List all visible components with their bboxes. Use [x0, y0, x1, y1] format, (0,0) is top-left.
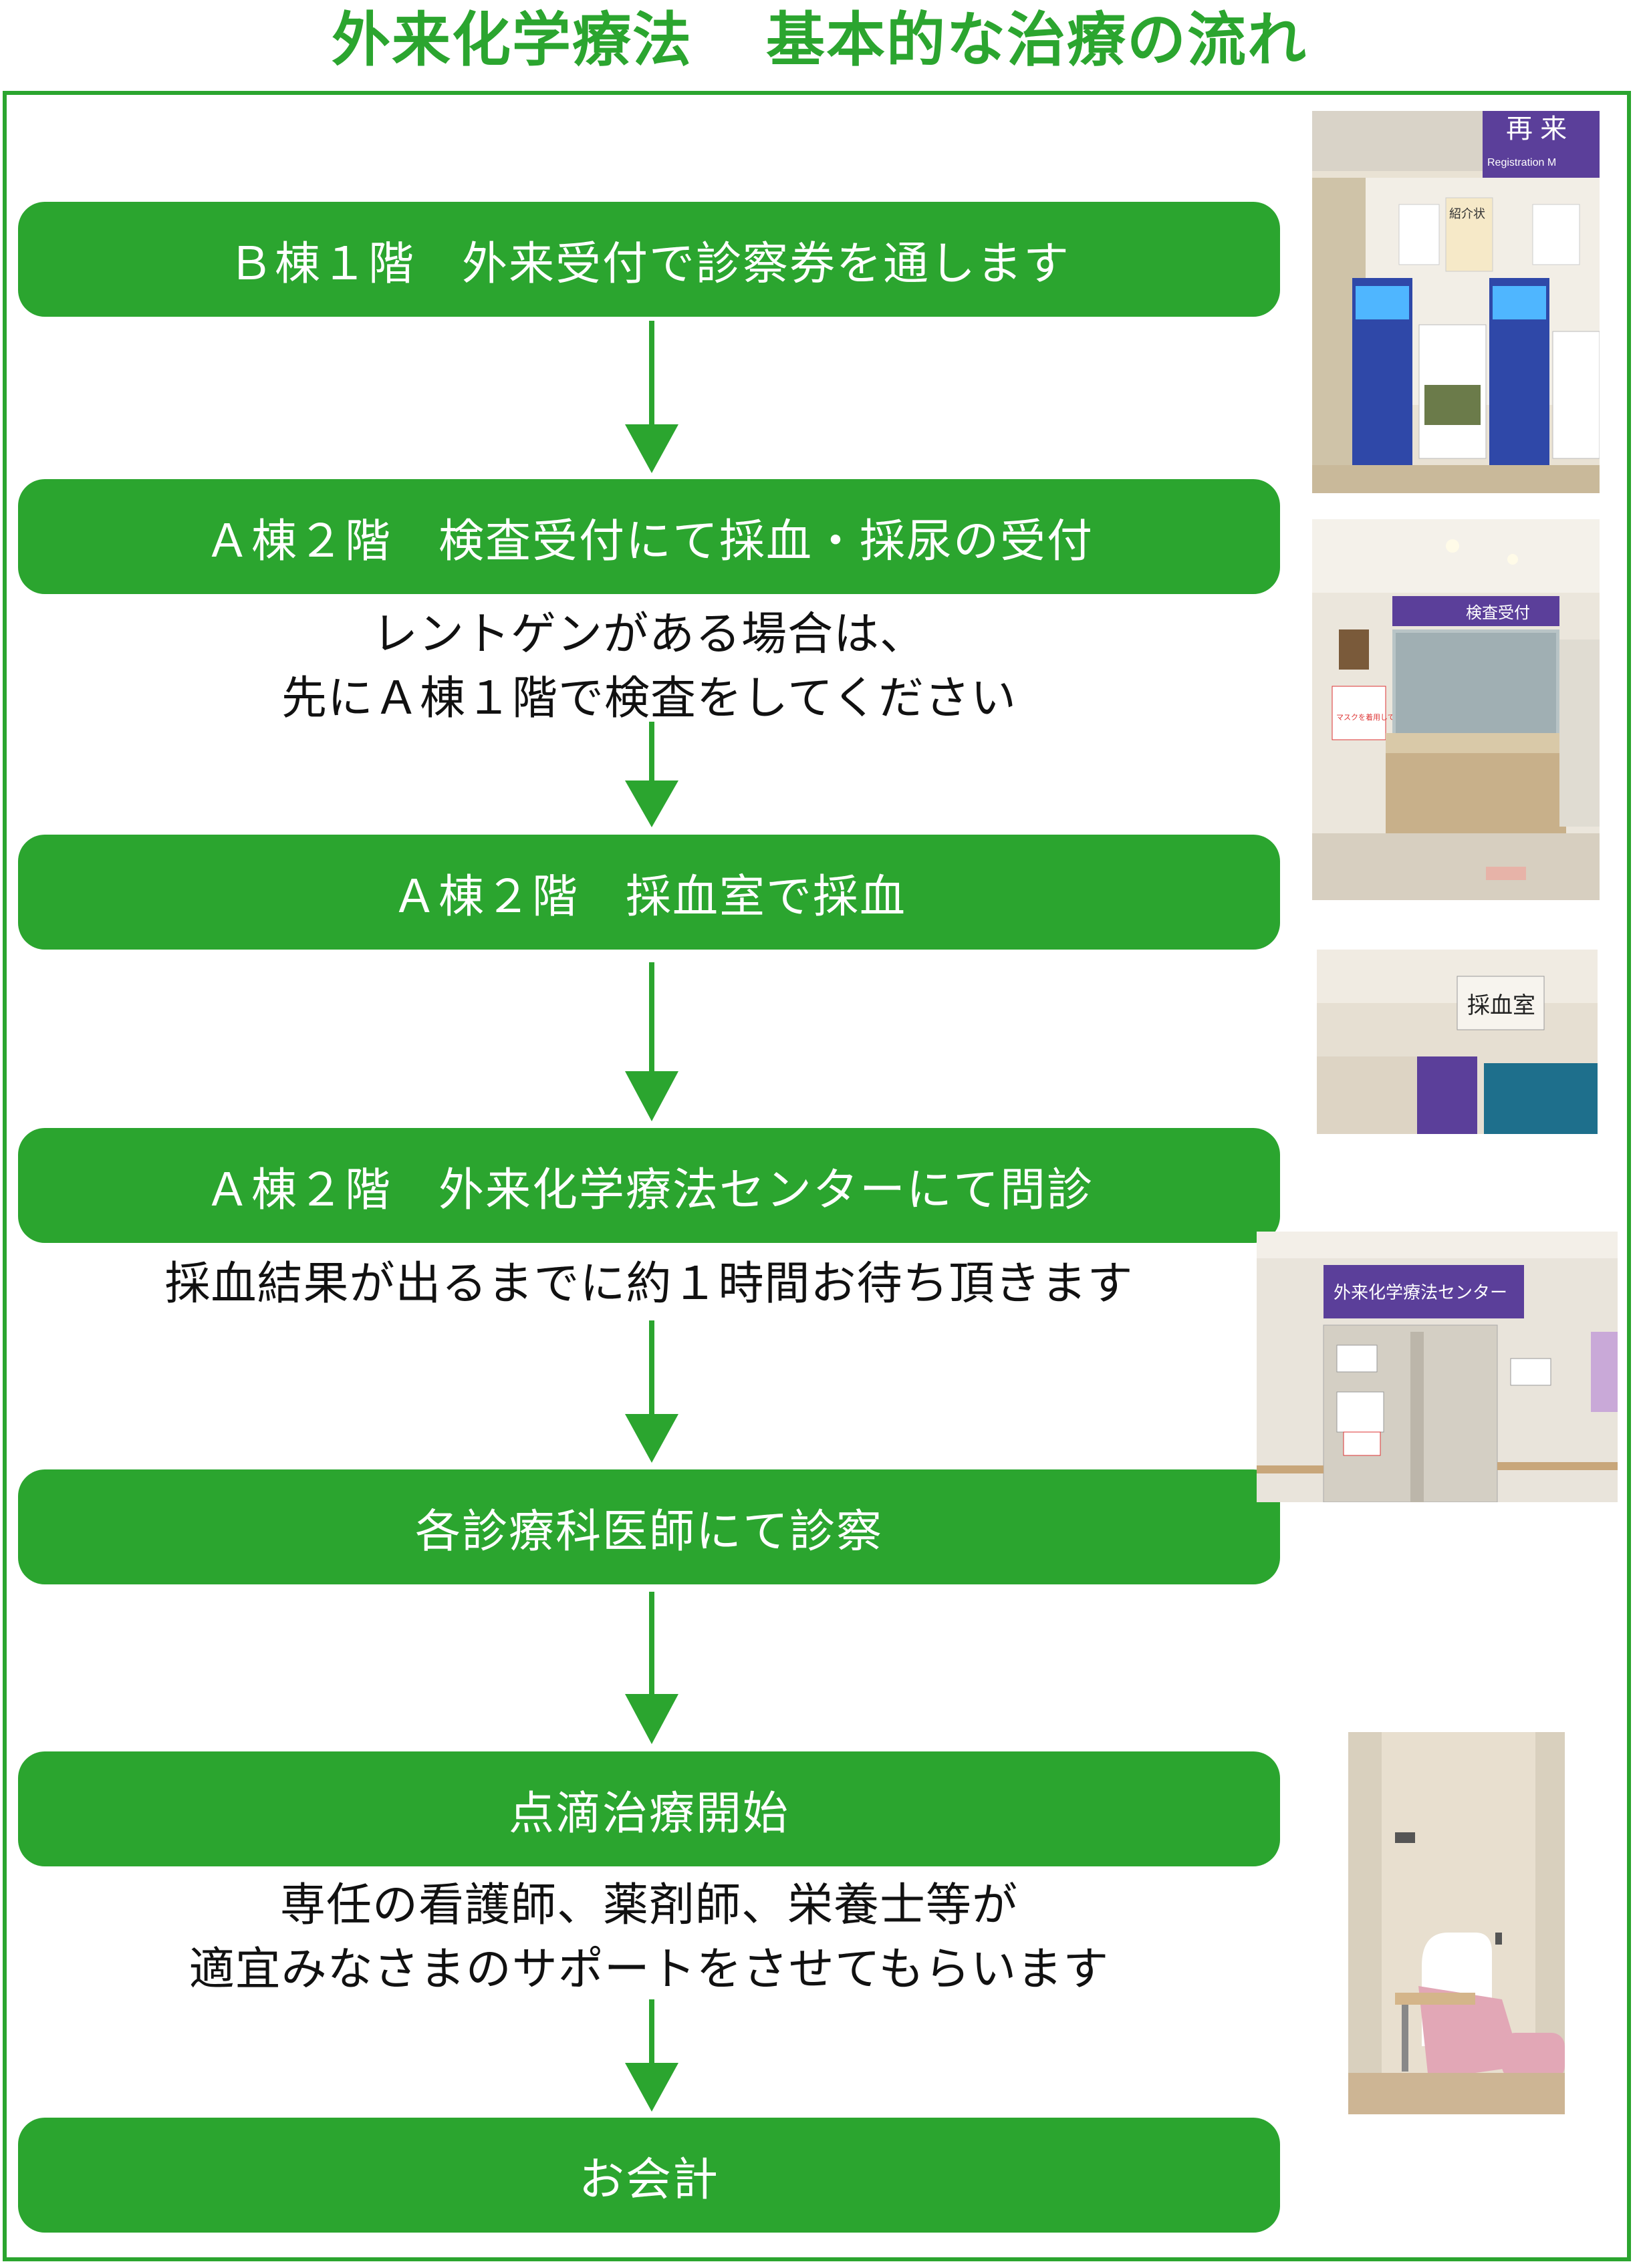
- step-infusion: 点滴治療開始: [18, 1751, 1280, 1866]
- card-text: 紹介状: [1449, 207, 1485, 221]
- note-support: 専任の看護師、薬剤師、栄養士等が 適宜みなさまのサポートをさせてもらいます: [18, 1874, 1280, 2002]
- sign-text: 外来化学療法センター: [1334, 1283, 1507, 1303]
- sign-text: 再 来: [1506, 114, 1567, 144]
- step-label: 点滴治療開始: [508, 1787, 789, 1840]
- step-lab-reception: Ａ棟２階 検査受付にて採血・採尿の受付: [18, 479, 1280, 594]
- step-label: Ａ棟２階 採血室で採血: [391, 870, 906, 924]
- lab-reception-photo: 検査受付 マスクを着用して下さい: [1312, 519, 1600, 900]
- title-part-1: 外来化学療法: [331, 5, 692, 74]
- page-title: 外来化学療法 基本的な治療の流れ: [0, 0, 1639, 80]
- arrow-down-icon: [625, 962, 678, 1121]
- step-label: お会計: [578, 2153, 719, 2207]
- step-label: 各診療科医師にて診察: [414, 1505, 883, 1558]
- sign-sub-text: Registration M: [1487, 157, 1556, 168]
- note-line: 適宜みなさまのサポートをさせてもらいます: [188, 1943, 1110, 1996]
- note-line: レントゲンがある場合は、: [372, 608, 926, 661]
- reception-kiosk-photo: 再 来 Registration M 紹介状: [1312, 111, 1600, 493]
- step-payment: お会計: [18, 2118, 1280, 2233]
- step-interview: Ａ棟２階 外来化学療法センターにて問診: [18, 1128, 1280, 1243]
- note-line: 先にＡ棟１階で検査をしてください: [281, 672, 1017, 725]
- step-label: Ａ棟２階 検査受付にて採血・採尿の受付: [204, 515, 1094, 568]
- note-wait: 採血結果が出るまでに約１時間お待ち頂きます: [18, 1252, 1280, 1316]
- arrow-down-icon: [625, 1999, 678, 2112]
- sign-text: 検査受付: [1466, 603, 1530, 622]
- step-label: Ｂ棟１階 外来受付で診察券を通します: [227, 237, 1070, 291]
- blood-room-photo: 採血室: [1317, 950, 1598, 1134]
- step-label: Ａ棟２階 外来化学療法センターにて問診: [204, 1163, 1094, 1217]
- step-examination: 各診療科医師にて診察: [18, 1469, 1280, 1584]
- arrow-down-icon: [625, 1592, 678, 1744]
- arrow-down-icon: [625, 321, 678, 473]
- note-line: 採血結果が出るまでに約１時間お待ち頂きます: [164, 1258, 1134, 1310]
- title-part-2: 基本的な治療の流れ: [766, 5, 1308, 74]
- step-reception: Ｂ棟１階 外来受付で診察券を通します: [18, 202, 1280, 317]
- note-xray: レントゲンがある場合は、 先にＡ棟１階で検査をしてください: [18, 603, 1280, 731]
- arrow-down-icon: [625, 1320, 678, 1463]
- arrow-down-icon: [625, 722, 678, 827]
- sign-text: 採血室: [1467, 992, 1535, 1019]
- treatment-room-photo: [1348, 1732, 1565, 2114]
- flow-frame: [3, 91, 1631, 2261]
- step-blood-draw: Ａ棟２階 採血室で採血: [18, 835, 1280, 950]
- note-line: 専任の看護師、薬剤師、栄養士等が: [279, 1879, 1018, 1932]
- chemo-center-photo: 外来化学療法センター: [1257, 1232, 1618, 1502]
